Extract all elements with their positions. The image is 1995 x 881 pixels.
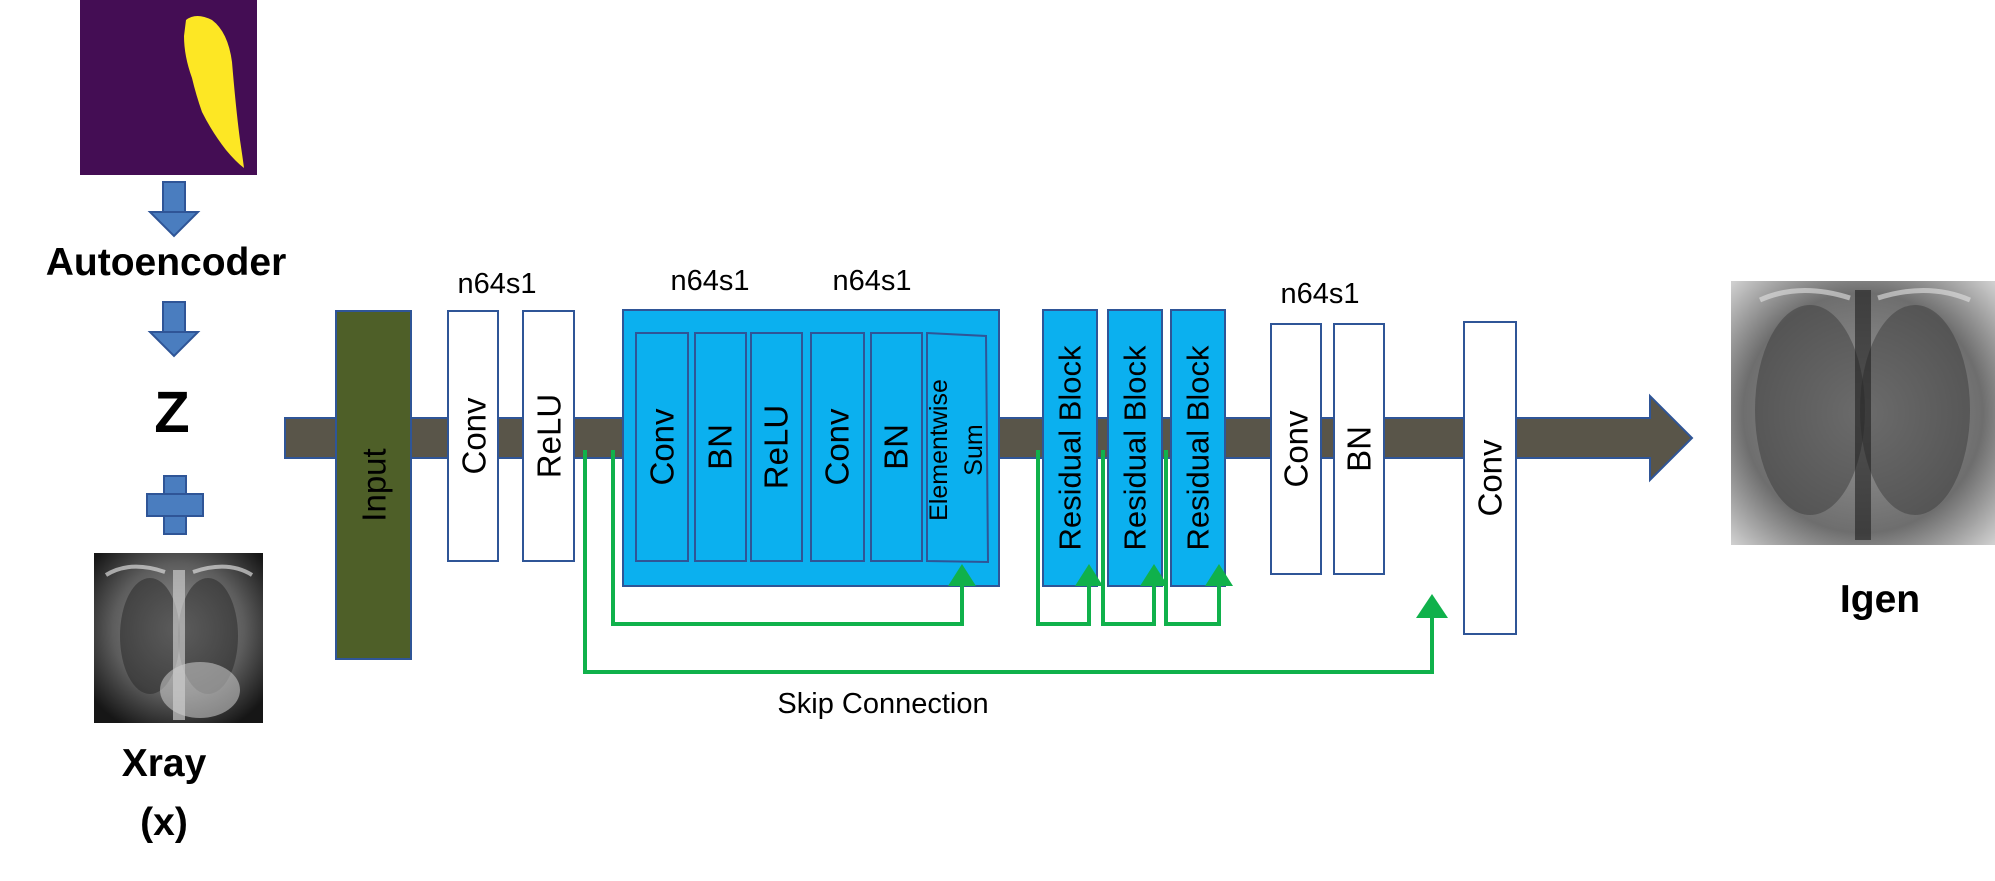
block3-skip-line <box>1164 450 1221 626</box>
residual-block-2-label: Residual Block <box>1118 345 1153 551</box>
residual-tag-b: n64s1 <box>832 265 911 297</box>
bn-block-3 <box>1333 323 1385 575</box>
residual-conv-label: Conv <box>644 408 681 486</box>
input-block <box>335 310 412 660</box>
output-label: Igen <box>1840 578 1920 621</box>
down-arrow-icon <box>147 181 201 238</box>
conv-block <box>447 310 499 562</box>
segmentation-mask-image <box>80 0 257 175</box>
relu-block-label: ReLU <box>531 394 568 478</box>
z-label: Z <box>154 380 189 445</box>
final-conv-block <box>1463 321 1517 635</box>
residual-bn-label: BN <box>702 424 739 470</box>
residual-bn-block-2 <box>870 332 923 562</box>
relu-block <box>522 310 575 562</box>
residual-skip-line <box>611 450 964 626</box>
global-skip-line <box>583 450 1434 674</box>
skip-connection-label: Skip Connection <box>777 688 988 720</box>
xray-label: Xray <box>122 742 207 785</box>
residual-block-3 <box>1170 309 1226 587</box>
residual-block-2 <box>1107 309 1163 587</box>
block1-skip-line <box>1036 450 1091 626</box>
residual-conv-label-2: Conv <box>819 408 856 486</box>
residual-block-1-label: Residual Block <box>1053 345 1088 551</box>
conv-block-3-label: Conv <box>1278 410 1315 488</box>
input-xray-image <box>94 553 263 723</box>
residual-conv-block-2 <box>810 332 865 562</box>
down-arrow-icon <box>147 301 201 358</box>
xray-sub-label: (x) <box>140 801 188 844</box>
stage3-tag: n64s1 <box>1280 278 1359 310</box>
residual-tag-a: n64s1 <box>670 265 749 297</box>
input-block-label: Input <box>356 448 393 521</box>
residual-block-1 <box>1042 309 1098 587</box>
residual-block-3-label: Residual Block <box>1181 345 1216 551</box>
plus-icon <box>146 475 204 535</box>
skip-connections <box>583 450 1434 674</box>
final-conv-label: Conv <box>1472 439 1509 517</box>
block2-skip-line <box>1101 450 1156 626</box>
skip-arrowheads <box>948 564 1448 618</box>
residual-conv-block <box>635 332 689 562</box>
bn-block-3-label: BN <box>1341 426 1378 472</box>
residual-relu-block <box>750 332 803 562</box>
elementwise-sum-label-1: Elementwise <box>925 379 953 521</box>
elementwise-sum-label-2: Sum <box>960 424 988 475</box>
residual-relu-label: ReLU <box>758 405 795 489</box>
generated-xray-image <box>1731 281 1995 545</box>
conv-block-3 <box>1270 323 1322 575</box>
autoencoder-label: Autoencoder <box>46 241 287 284</box>
elementwise-sum-block <box>926 331 990 564</box>
residual-bn-label-2: BN <box>878 424 915 470</box>
residual-bn-block <box>694 332 747 562</box>
conv-block-label: Conv <box>456 397 493 475</box>
stage1-tag: n64s1 <box>457 268 536 300</box>
